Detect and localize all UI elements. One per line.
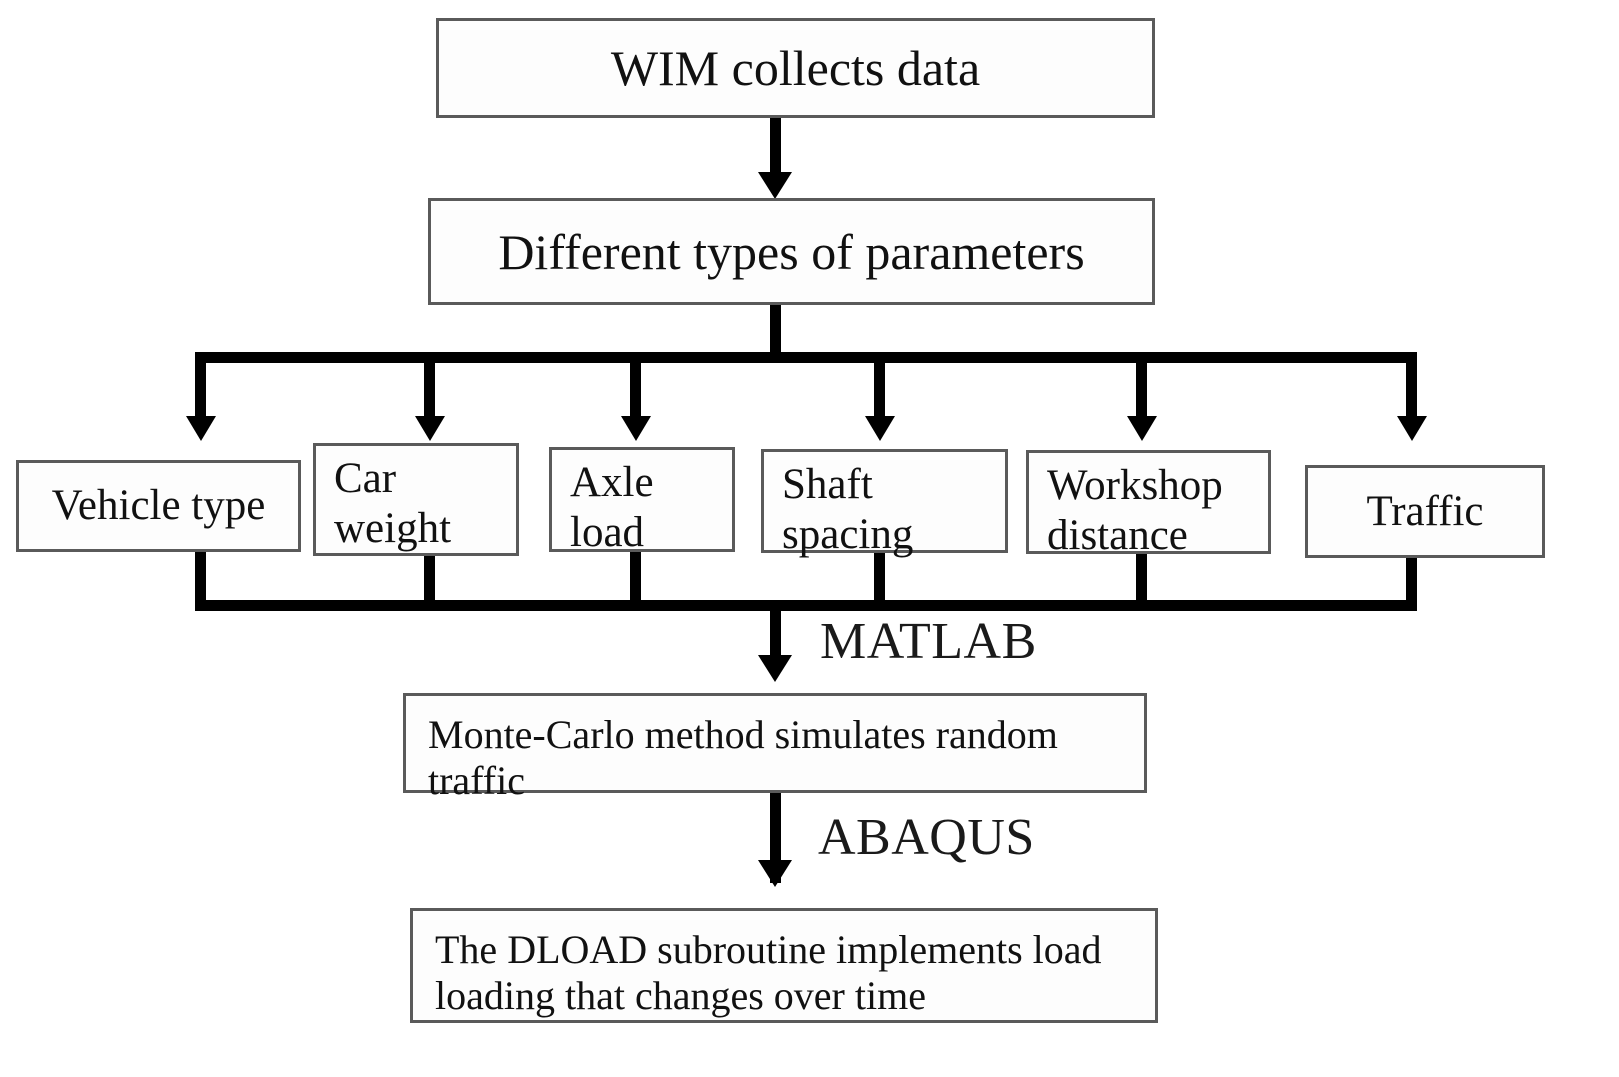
node-dload-subroutine: The DLOAD subroutine implements load loa… [410, 908, 1158, 1023]
arrowhead-traffic [1397, 416, 1427, 441]
arrowhead-monte-carlo-to-dload [758, 860, 792, 887]
arrowhead-bus-to-monte-carlo [758, 655, 792, 682]
collector-stub-shaft-spacing [874, 553, 885, 607]
edge-label-abaqus: ABAQUS [818, 809, 1035, 866]
node-vehicle-type: Vehicle type [16, 460, 301, 552]
collector-stub-axle-load [630, 552, 641, 607]
collector-bus-line [195, 600, 1417, 611]
branch-drop-axle-load [630, 352, 641, 424]
collector-stub-car-weight [424, 556, 435, 607]
branch-drop-vehicle-type [195, 352, 206, 424]
edge-label-matlab: MATLAB [820, 613, 1037, 670]
arrowhead-car-weight [415, 416, 445, 441]
node-workshop-distance: Workshop distance [1026, 450, 1271, 559]
arrowhead-shaft-spacing [865, 416, 895, 441]
branch-drop-traffic [1406, 352, 1417, 424]
branch-drop-workshop-distance [1136, 352, 1147, 424]
collector-stub-traffic [1406, 558, 1417, 607]
branch-drop-shaft-spacing [874, 352, 885, 424]
collector-stub-vehicle-type [195, 552, 206, 607]
node-car-weight: Car weight [313, 443, 519, 556]
node-different-types-of-parameters: Different types of parameters [428, 198, 1155, 305]
arrowhead-workshop-distance [1127, 416, 1157, 441]
node-shaft-spacing: Shaft spacing [761, 449, 1008, 558]
arrowhead-wim-to-parameters [758, 172, 792, 199]
arrowhead-axle-load [621, 416, 651, 441]
arrowhead-vehicle-type [186, 416, 216, 441]
connector-bus-to-monte-carlo [770, 600, 781, 662]
collector-stub-workshop-distance [1136, 554, 1147, 607]
branch-drop-car-weight [424, 352, 435, 424]
connector-parameters-to-bus [770, 305, 781, 360]
fanout-bus-line [195, 352, 1417, 363]
node-wim-collects-data: WIM collects data [436, 18, 1155, 118]
node-axle-load: Axle load [549, 447, 735, 556]
node-traffic: Traffic [1305, 465, 1545, 558]
connector-wim-to-parameters [770, 118, 781, 176]
node-monte-carlo-simulation: Monte-Carlo method simulates random traf… [403, 693, 1147, 803]
connector-monte-carlo-to-dload [770, 793, 781, 883]
